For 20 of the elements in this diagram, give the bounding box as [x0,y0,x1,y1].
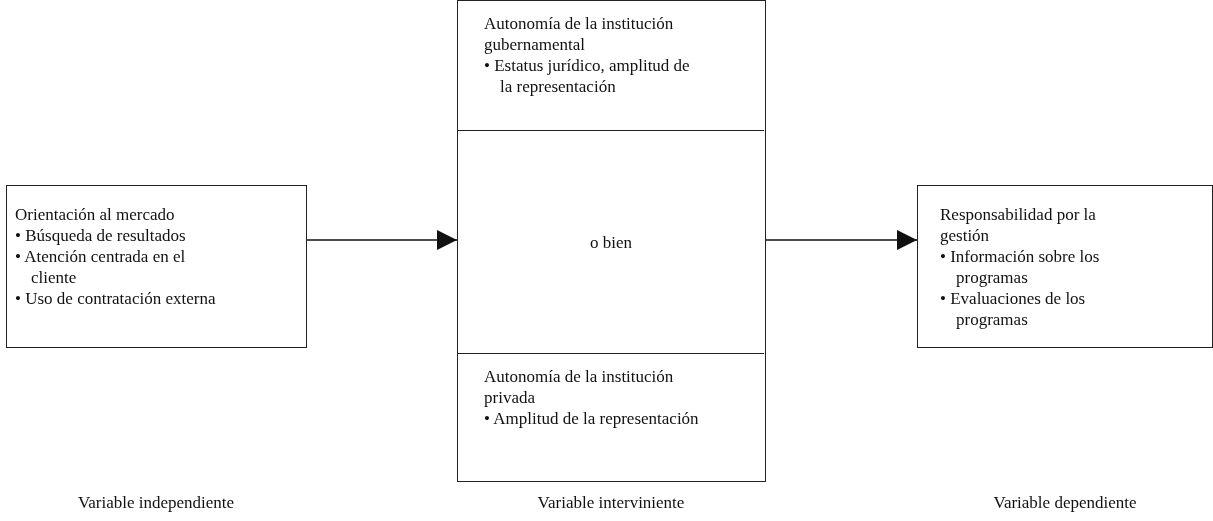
section-box [457,0,766,482]
heading-text: Autonomía de la institución gubernamental [484,13,675,55]
bullet-item: • Atención centrada en el cliente [15,246,187,288]
bullet-item: • Búsqueda de resultados [15,225,187,246]
arrow [306,230,458,250]
caption-text: Variable dependiente [993,492,1137,513]
heading-text: Autonomía de la institución privada [484,366,675,408]
bullet-item: • Uso de contratación externa [15,288,217,309]
heading-text: o bien [590,231,632,253]
arrow [765,230,918,250]
text-box [6,185,307,348]
bullet-item: • Evaluaciones de los programas [940,288,1087,330]
bullet-item: • Amplitud de la representación [484,408,700,429]
heading-text: Responsabilidad por la gestión [940,204,1097,246]
caption-text: Variable independiente [77,492,235,513]
caption-text: Variable interviniente [537,492,685,513]
bullet-item: • Información sobre los programas [940,246,1101,288]
text-box [917,185,1213,348]
heading-text: Orientación al mercado [15,204,176,225]
bullet-item: • Estatus jurídico, amplitud de la representación [484,55,691,97]
